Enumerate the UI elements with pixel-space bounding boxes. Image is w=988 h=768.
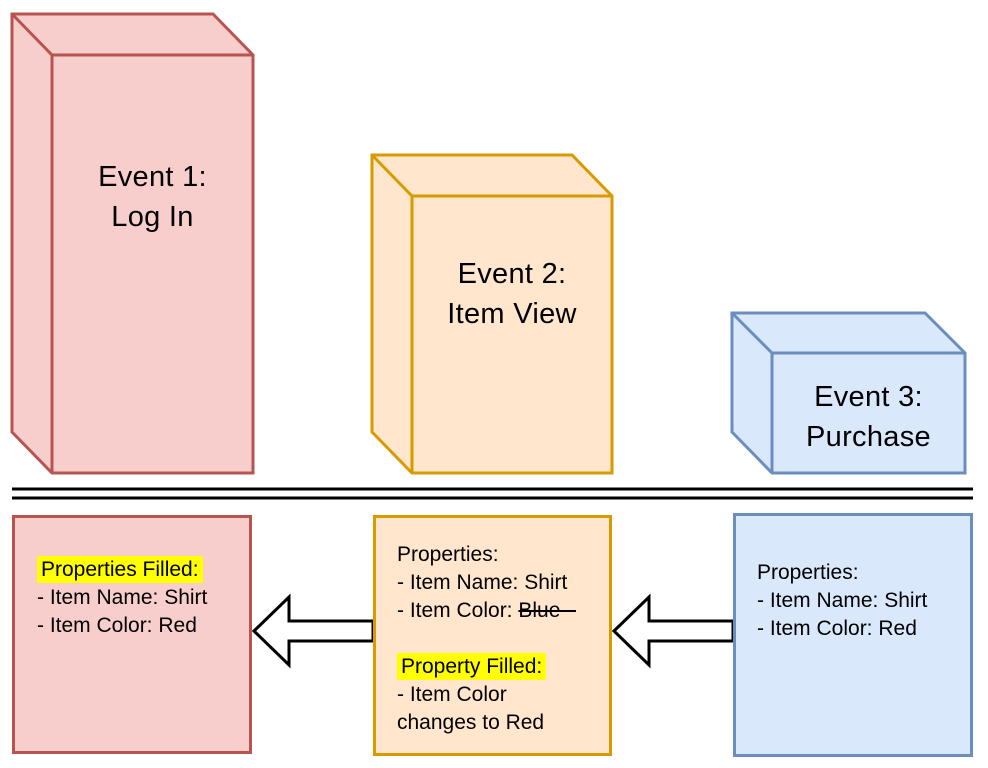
itemview-item-name: - Item Name: Shirt xyxy=(397,571,568,594)
itemview-filled-note-line1: - Item Color xyxy=(397,683,507,706)
login-properties-heading: Properties Filled: xyxy=(37,556,207,584)
itemview-item-color: - Item Color: Blue xyxy=(397,597,567,625)
login-item-color: - Item Color: Red xyxy=(37,614,197,637)
purchase-item-name: - Item Name: Shirt xyxy=(757,589,928,612)
arrow-itemview-to-login-icon xyxy=(251,593,375,669)
event-1-cube xyxy=(10,12,255,475)
itemview-item-color-struck-value: Blue xyxy=(518,599,561,622)
itemview-properties-heading: Properties: xyxy=(397,543,499,566)
event-1-label: Event 1: Log In xyxy=(52,157,253,237)
event-3-cube xyxy=(730,311,967,475)
event-1-cube-outline xyxy=(10,12,255,475)
login-properties-heading-highlight: Properties Filled: xyxy=(37,556,203,583)
itemview-filled-note-line2: changes to Red xyxy=(397,711,545,734)
purchase-item-color: - Item Color: Red xyxy=(757,617,917,640)
itemview-item-color-prefix: - Item Color: xyxy=(397,599,519,622)
itemview-filled-heading: Property Filled: xyxy=(397,653,567,681)
event-2-cube xyxy=(370,153,614,475)
event-2-label-line1: Event 2: xyxy=(457,258,567,290)
event-3-label-line1: Event 3: xyxy=(814,381,923,413)
blank-line xyxy=(397,625,567,653)
event-2-label: Event 2: Item View xyxy=(412,254,612,334)
login-properties-text: Properties Filled: - Item Name: Shirt - … xyxy=(37,556,207,640)
itemview-properties-panel: Properties: - Item Name: Shirt - Item Co… xyxy=(373,515,612,756)
login-item-name: - Item Name: Shirt xyxy=(37,586,208,609)
event-1-label-line2: Log In xyxy=(111,201,194,233)
event-3-label-line2: Purchase xyxy=(806,421,931,453)
purchase-properties-panel: Properties: - Item Name: Shirt - Item Co… xyxy=(733,513,973,757)
itemview-properties-text: Properties: - Item Name: Shirt - Item Co… xyxy=(397,541,567,737)
login-properties-panel: Properties Filled: - Item Name: Shirt - … xyxy=(12,515,252,754)
itemview-filled-heading-highlight: Property Filled: xyxy=(397,653,547,680)
event-1-label-line1: Event 1: xyxy=(98,161,207,193)
event-2-label-line2: Item View xyxy=(447,298,577,330)
event-3-label: Event 3: Purchase xyxy=(772,377,965,457)
purchase-properties-text: Properties: - Item Name: Shirt - Item Co… xyxy=(757,559,927,643)
purchase-properties-heading: Properties: xyxy=(757,561,859,584)
event-2-cube-outline xyxy=(370,153,614,475)
arrow-purchase-to-itemview-icon xyxy=(611,593,735,669)
